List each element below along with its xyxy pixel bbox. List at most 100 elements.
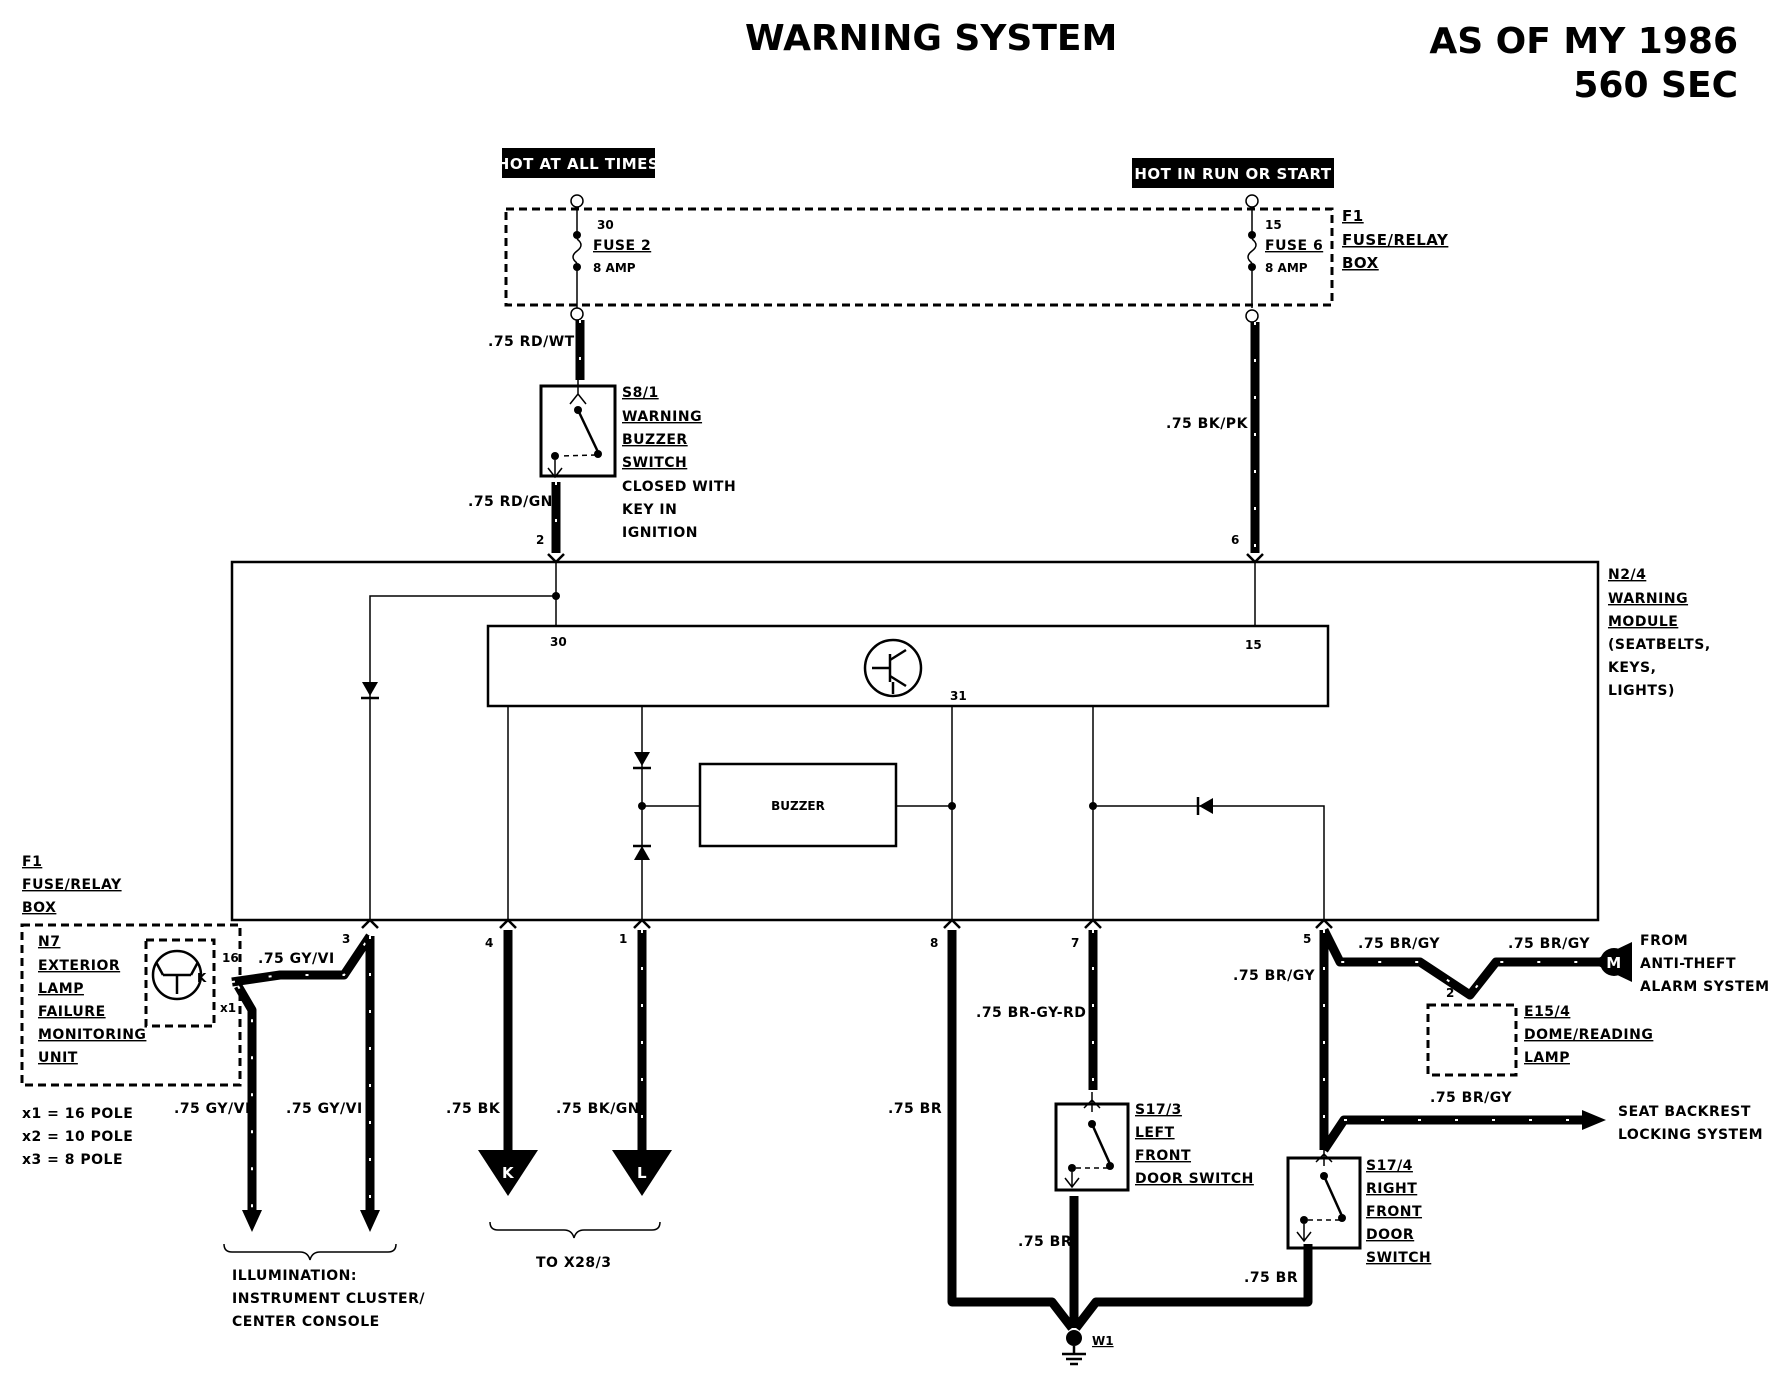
svg-text:4: 4 bbox=[485, 936, 493, 950]
exterior-lamp-failure-monitoring-unit: N7 EXTERIOR LAMP FAILURE MONITORING UNIT… bbox=[38, 934, 239, 1066]
seat-backrest-label: SEAT BACKREST LOCKING SYSTEM bbox=[1618, 1104, 1763, 1143]
svg-text:x2 = 10 POLE: x2 = 10 POLE bbox=[22, 1129, 133, 1145]
svg-text:.75 BK: .75 BK bbox=[446, 1101, 501, 1117]
svg-text:BUZZER: BUZZER bbox=[622, 432, 688, 448]
svg-text:HOT IN RUN OR START: HOT IN RUN OR START bbox=[1134, 165, 1332, 183]
hot-in-run-or-start-label: HOT IN RUN OR START bbox=[1132, 158, 1334, 188]
svg-text:1: 1 bbox=[619, 932, 627, 946]
svg-text:FUSE 2: FUSE 2 bbox=[593, 238, 651, 254]
svg-text:MONITORING: MONITORING bbox=[38, 1027, 146, 1043]
wire-bk-pk: .75 BK/PK 6 bbox=[1166, 322, 1260, 553]
svg-text:IGNITION: IGNITION bbox=[622, 525, 698, 541]
svg-text:W1: W1 bbox=[1092, 1334, 1114, 1348]
svg-text:.75 BR: .75 BR bbox=[1244, 1270, 1298, 1286]
to-x28-label: TO X28/3 bbox=[536, 1255, 611, 1271]
svg-text:5: 5 bbox=[1303, 932, 1311, 946]
svg-text:S8/1: S8/1 bbox=[622, 385, 659, 401]
pole-legend: x1 = 16 POLE x2 = 10 POLE x3 = 8 POLE bbox=[22, 1106, 133, 1168]
model-year: AS OF MY 1986 bbox=[1429, 21, 1738, 62]
svg-text:.75 GY/VI: .75 GY/VI bbox=[174, 1101, 251, 1117]
svg-text:7: 7 bbox=[1071, 936, 1079, 950]
svg-text:INSTRUMENT CLUSTER/: INSTRUMENT CLUSTER/ bbox=[232, 1291, 425, 1307]
svg-text:16: 16 bbox=[222, 951, 239, 965]
svg-text:.75 BR/GY: .75 BR/GY bbox=[1233, 968, 1315, 984]
svg-text:.75 RD/GN: .75 RD/GN bbox=[468, 494, 553, 510]
svg-text:.75 BR-GY-RD: .75 BR-GY-RD bbox=[976, 1005, 1086, 1021]
svg-text:DOOR SWITCH: DOOR SWITCH bbox=[1135, 1171, 1254, 1187]
model-name: 560 SEC bbox=[1573, 65, 1738, 106]
wire-br-gy: .75 BR/GY .75 BR/GY .75 BR/GY .75 BR/GY bbox=[1233, 927, 1610, 1153]
svg-text:FUSE/RELAY: FUSE/RELAY bbox=[1342, 231, 1449, 249]
connector-l: L bbox=[637, 1164, 647, 1182]
svg-text:(SEATBELTS,: (SEATBELTS, bbox=[1608, 637, 1711, 653]
svg-text:.75 BK/GN: .75 BK/GN bbox=[556, 1101, 640, 1117]
left-front-door-switch: S17/3 LEFT FRONT DOOR SWITCH bbox=[1054, 1092, 1254, 1192]
svg-text:.75 BR/GY: .75 BR/GY bbox=[1358, 936, 1440, 952]
svg-text:RIGHT: RIGHT bbox=[1366, 1181, 1417, 1197]
svg-text:FRONT: FRONT bbox=[1366, 1204, 1422, 1220]
svg-text:DOOR: DOOR bbox=[1366, 1227, 1414, 1243]
svg-text:BOX: BOX bbox=[22, 900, 56, 916]
connector-m: M bbox=[1590, 942, 1632, 982]
svg-text:ALARM SYSTEM: ALARM SYSTEM bbox=[1640, 979, 1770, 995]
svg-text:CENTER CONSOLE: CENTER CONSOLE bbox=[232, 1314, 380, 1330]
svg-text:UNIT: UNIT bbox=[38, 1050, 78, 1066]
svg-text:ANTI-THEFT: ANTI-THEFT bbox=[1640, 956, 1736, 972]
hot-at-all-times-label: HOT AT ALL TIMES bbox=[497, 148, 659, 178]
svg-text:15: 15 bbox=[1265, 218, 1282, 232]
svg-text:LOCKING SYSTEM: LOCKING SYSTEM bbox=[1618, 1127, 1763, 1143]
warning-module: N2/4 WARNING MODULE (SEATBELTS, KEYS, LI… bbox=[230, 560, 1711, 922]
svg-text:6: 6 bbox=[1231, 533, 1239, 547]
svg-text:WARNING: WARNING bbox=[1608, 591, 1688, 607]
warning-buzzer-switch: S8/1 WARNING BUZZER SWITCH CLOSED WITH K… bbox=[539, 380, 736, 541]
wire-rd-gn: .75 RD/GN 2 bbox=[468, 482, 561, 553]
svg-text:3: 3 bbox=[342, 932, 350, 946]
connector-k: K bbox=[502, 1164, 515, 1182]
svg-text:31: 31 bbox=[950, 689, 967, 703]
wire-gy-vi: .75 GY/VI .75 GY/VI .75 GY/VI bbox=[174, 933, 397, 1261]
svg-text:SWITCH: SWITCH bbox=[1366, 1250, 1431, 1266]
svg-text:2: 2 bbox=[1446, 986, 1454, 1000]
svg-text:DOME/READING: DOME/READING bbox=[1524, 1027, 1653, 1043]
svg-text:S17/4: S17/4 bbox=[1366, 1158, 1413, 1174]
anti-theft-label: FROM ANTI-THEFT ALARM SYSTEM bbox=[1640, 933, 1770, 995]
svg-text:FUSE/RELAY: FUSE/RELAY bbox=[22, 877, 122, 893]
svg-text:K: K bbox=[197, 971, 207, 985]
svg-text:LAMP: LAMP bbox=[1524, 1050, 1570, 1066]
svg-text:F1: F1 bbox=[22, 854, 42, 870]
svg-text:N7: N7 bbox=[38, 934, 60, 950]
svg-text:BUZZER: BUZZER bbox=[771, 799, 825, 813]
module-connector-marks bbox=[361, 553, 1333, 929]
wire-br-ground: .75 BR .75 BR .75 BR bbox=[888, 930, 1313, 1331]
svg-text:8 AMP: 8 AMP bbox=[593, 261, 636, 275]
svg-text:BOX: BOX bbox=[1342, 254, 1379, 272]
dome-reading-lamp: 2 E15/4 DOME/READING LAMP bbox=[1426, 986, 1653, 1077]
svg-text:x1 = 16 POLE: x1 = 16 POLE bbox=[22, 1106, 133, 1122]
right-front-door-switch: S17/4 RIGHT FRONT DOOR SWITCH bbox=[1286, 1150, 1431, 1266]
svg-text:ILLUMINATION:: ILLUMINATION: bbox=[232, 1268, 357, 1284]
fuse-relay-box-left: F1 FUSE/RELAY BOX bbox=[20, 854, 242, 1087]
module-pin-labels: 3 4 1 8 7 5 bbox=[342, 932, 1311, 950]
svg-text:30: 30 bbox=[597, 218, 614, 232]
diagram-title: WARNING SYSTEM bbox=[745, 18, 1117, 59]
svg-text:FROM: FROM bbox=[1640, 933, 1688, 949]
svg-text:.75 GY/VI: .75 GY/VI bbox=[258, 951, 335, 967]
svg-text:LAMP: LAMP bbox=[38, 981, 84, 997]
fuse-relay-box-top: F1 FUSE/RELAY BOX bbox=[504, 207, 1449, 307]
svg-text:.75 BR/GY: .75 BR/GY bbox=[1430, 1090, 1512, 1106]
svg-text:.75 BK/PK: .75 BK/PK bbox=[1166, 416, 1249, 432]
svg-text:MODULE: MODULE bbox=[1608, 614, 1678, 630]
svg-text:30: 30 bbox=[550, 635, 567, 649]
svg-text:S17/3: S17/3 bbox=[1135, 1102, 1182, 1118]
svg-text:2: 2 bbox=[536, 533, 544, 547]
x28-bracket bbox=[489, 1221, 661, 1239]
fuse-6: 15 FUSE 6 8 AMP bbox=[1245, 194, 1323, 323]
transistor-symbol bbox=[863, 638, 923, 698]
svg-text:FAILURE: FAILURE bbox=[38, 1004, 106, 1020]
svg-text:.75 BR/GY: .75 BR/GY bbox=[1508, 936, 1590, 952]
ground-w1: W1 bbox=[1062, 1330, 1114, 1366]
svg-text:HOT AT ALL TIMES: HOT AT ALL TIMES bbox=[497, 155, 659, 173]
wire-br-gy-rd: .75 BR-GY-RD bbox=[976, 930, 1098, 1090]
svg-text:15: 15 bbox=[1245, 638, 1262, 652]
svg-text:KEY IN: KEY IN bbox=[622, 502, 677, 518]
